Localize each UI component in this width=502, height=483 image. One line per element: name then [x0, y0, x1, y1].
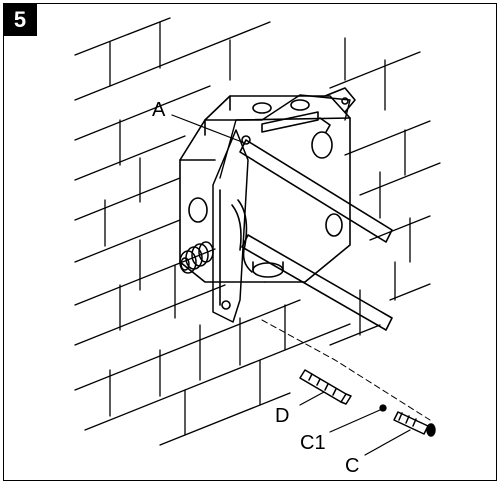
connector-fitting-icon [179, 241, 214, 274]
callout-label-c: C [345, 455, 359, 477]
callout-label-c1: C1 [300, 432, 326, 454]
anchor-plug-icon [299, 369, 352, 405]
figure-frame [3, 3, 497, 481]
step-number-badge: 5 [3, 3, 37, 36]
screw-icon [393, 411, 436, 437]
callout-label-a: A [152, 99, 166, 121]
clamp-bars-icon [239, 111, 393, 331]
callout-label-d: D [275, 405, 289, 427]
brick-wall-icon [74, 17, 441, 446]
electrical-box-icon [179, 87, 356, 323]
washer-icon [379, 404, 387, 412]
